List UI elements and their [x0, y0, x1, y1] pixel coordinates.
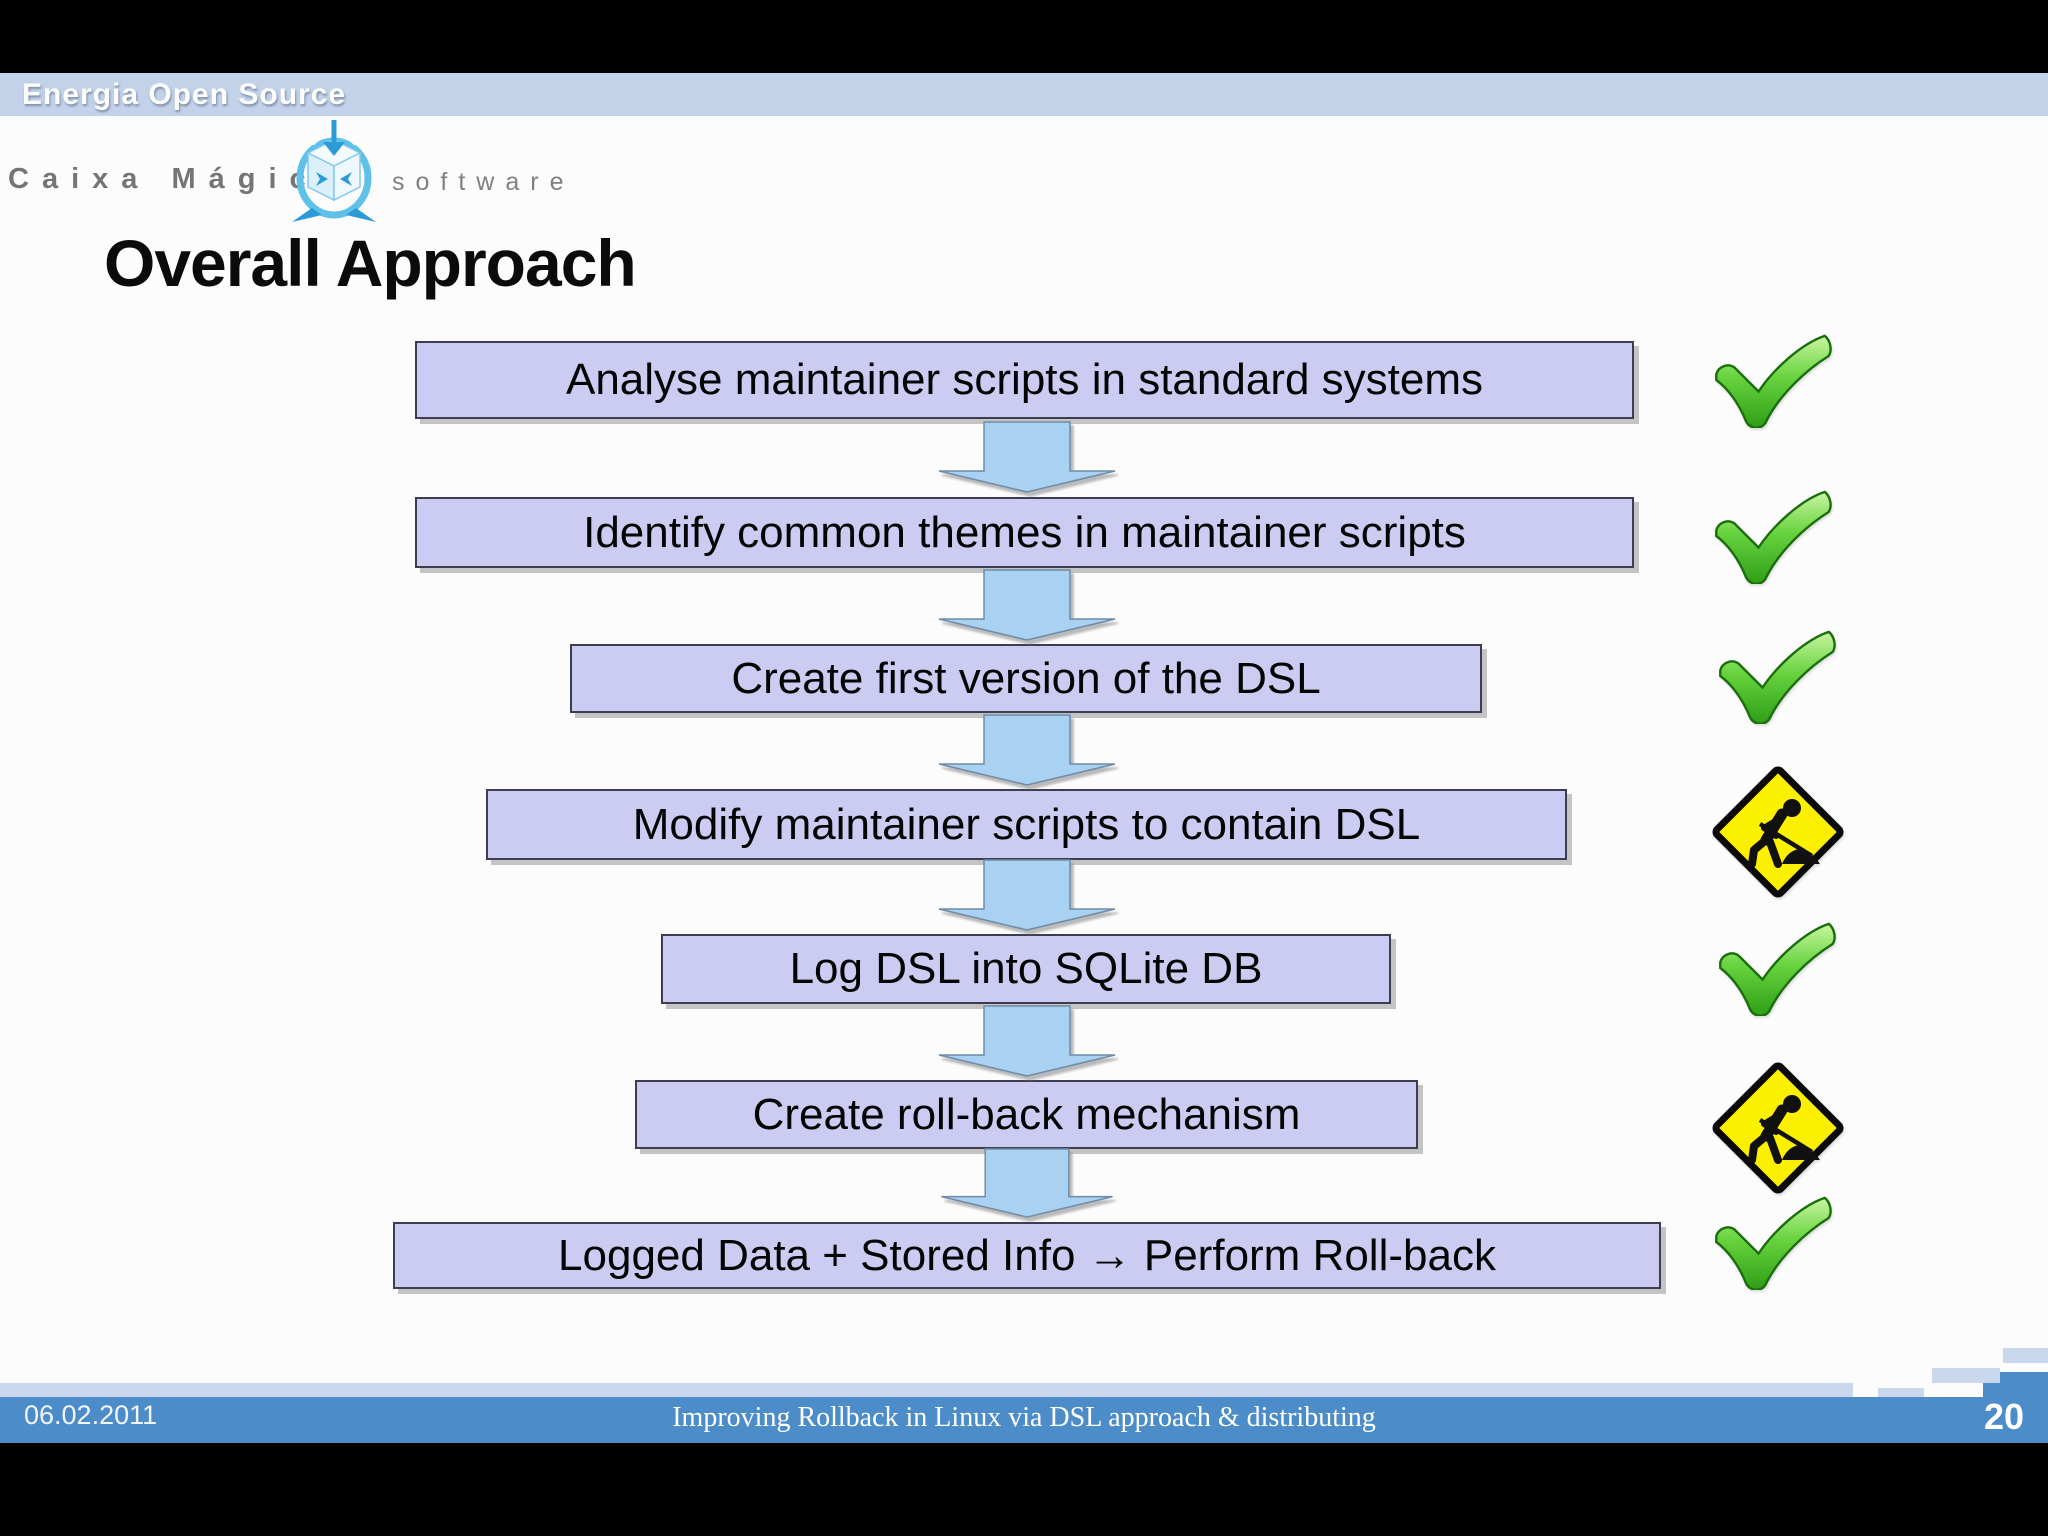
footer-accent-strip	[0, 1383, 1853, 1397]
down-arrow-icon	[938, 569, 1116, 641]
banner-bar	[0, 73, 2048, 116]
step-box-3: Create first version of the DSL	[570, 644, 1482, 713]
step-label: Modify maintainer scripts to contain DSL	[632, 799, 1421, 849]
green-check-icon	[1719, 630, 1836, 724]
step-box-7: Logged Data + Stored Info → Perform Roll…	[393, 1222, 1661, 1289]
step-label: Create first version of the DSL	[731, 653, 1321, 703]
down-arrow-icon	[941, 1148, 1113, 1218]
step-label: Logged Data + Stored Info → Perform Roll…	[558, 1230, 1496, 1280]
under-construction-icon	[1712, 1062, 1844, 1194]
green-check-icon	[1719, 922, 1836, 1016]
footer-step-accent	[1932, 1368, 2000, 1383]
step-box-5: Log DSL into SQLite DB	[661, 934, 1391, 1004]
step-label: Log DSL into SQLite DB	[789, 944, 1263, 993]
green-check-icon	[1715, 490, 1832, 584]
step-box-2: Identify common themes in maintainer scr…	[415, 497, 1634, 568]
footer-page-number: 20	[1983, 1396, 2024, 1437]
brand-software-text: software	[392, 168, 575, 196]
green-check-icon	[1715, 1196, 1832, 1290]
bottom-letterbox-bar	[0, 1443, 2048, 1536]
caixa-magica-logo	[292, 120, 376, 222]
down-arrow-icon	[938, 859, 1116, 931]
top-letterbox-bar	[0, 0, 2048, 73]
step-label: Analyse maintainer scripts in standard s…	[565, 355, 1484, 404]
down-arrow-icon	[938, 1005, 1116, 1077]
footer-title: Improving Rollback in Linux via DSL appr…	[672, 1402, 1376, 1433]
banner-text: Energia Open Source	[22, 78, 347, 111]
brand-name-text: Caixa Mágica	[8, 163, 348, 195]
step-box-1: Analyse maintainer scripts in standard s…	[415, 341, 1634, 419]
step-box-4: Modify maintainer scripts to contain DSL	[486, 789, 1567, 860]
green-check-icon	[1715, 334, 1832, 428]
down-arrow-icon	[938, 714, 1116, 786]
down-arrow-icon	[938, 421, 1116, 493]
step-label: Create roll-back mechanism	[752, 1089, 1301, 1139]
footer-date: 06.02.2011	[24, 1400, 158, 1430]
step-box-6: Create roll-back mechanism	[635, 1080, 1418, 1149]
under-construction-icon	[1712, 766, 1844, 898]
footer-step-accent	[2003, 1348, 2048, 1363]
footer-bar	[0, 1397, 2048, 1443]
step-label: Identify common themes in maintainer scr…	[583, 507, 1466, 557]
page-title: Overall Approach	[104, 226, 637, 300]
